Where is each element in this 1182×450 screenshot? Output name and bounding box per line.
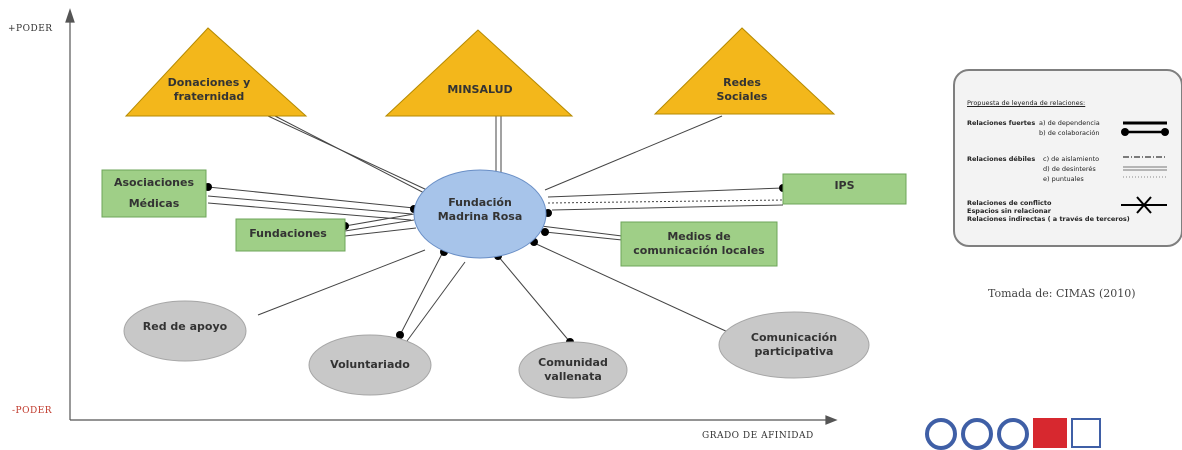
logo-circle-icon — [925, 418, 957, 450]
legend-title: Propuesta de leyenda de relaciones: — [967, 99, 1086, 107]
ellipse-label-red-apoyo: Red de apoyo — [142, 320, 228, 333]
x-axis-label: GRADO DE AFINIDAD — [702, 431, 814, 441]
legend-spaces: Espacios sin relacionar — [967, 207, 1052, 215]
legend-weak-e: e) puntuales — [1043, 175, 1084, 183]
ellipse-voluntariado — [308, 334, 432, 396]
power-actors-triangles — [124, 27, 836, 117]
rect-label-ips: IPS — [834, 179, 855, 192]
legend-line-samples — [1121, 121, 1169, 214]
legend-conflict: Relaciones de conflicto — [967, 199, 1052, 207]
ellipse-comunidad — [518, 341, 628, 399]
logo-circle-icon — [961, 418, 993, 450]
legend-strong-label: Relaciones fuertes — [967, 119, 1036, 127]
logo-red-icon — [1033, 418, 1067, 448]
center-ellipse — [413, 169, 547, 259]
triangle-redes — [653, 27, 836, 115]
triangle-minsalud — [384, 29, 574, 117]
rect-ips — [782, 173, 907, 205]
legend-strong-a: a) de dependencia — [1039, 119, 1100, 127]
legend-weak-d: d) de desinterés — [1043, 165, 1096, 173]
y-axis-top-label: +PODER — [8, 24, 53, 34]
grey-actors-ellipses — [123, 300, 870, 399]
source-caption: Tomada de: CIMAS (2010) — [988, 287, 1136, 300]
green-actors-rects — [101, 169, 907, 267]
ellipse-comunicacion — [718, 311, 870, 379]
legend-indirect: Relaciones indirectas ( a través de terc… — [967, 215, 1130, 223]
ellipse-label-voluntariado: Voluntariado — [330, 358, 410, 371]
legend-strong-b: b) de colaboración — [1039, 129, 1100, 137]
rect-fundaciones — [235, 218, 346, 252]
logo-circle-icon — [997, 418, 1029, 450]
relation-lines — [207, 115, 784, 343]
actor-map-diagram — [65, 8, 907, 425]
ellipse-red-apoyo — [123, 300, 247, 362]
legend-weak-c: c) de aislamiento — [1043, 155, 1100, 163]
rect-asociaciones — [101, 169, 207, 218]
rect-label-fundaciones: Fundaciones — [249, 227, 327, 240]
footer-logos — [925, 418, 1101, 450]
rect-medios — [620, 221, 778, 267]
triangle-label-minsalud: MINSALUD — [447, 83, 513, 96]
axes — [65, 8, 838, 425]
legend-box: Propuesta de leyenda de relaciones: Rela… — [953, 69, 1182, 247]
legend-weak-label: Relaciones débiles — [967, 155, 1036, 163]
triangle-donaciones — [124, 27, 308, 117]
y-axis-bottom-label: -PODER — [12, 406, 53, 416]
logo-blue-icon — [1071, 418, 1101, 448]
